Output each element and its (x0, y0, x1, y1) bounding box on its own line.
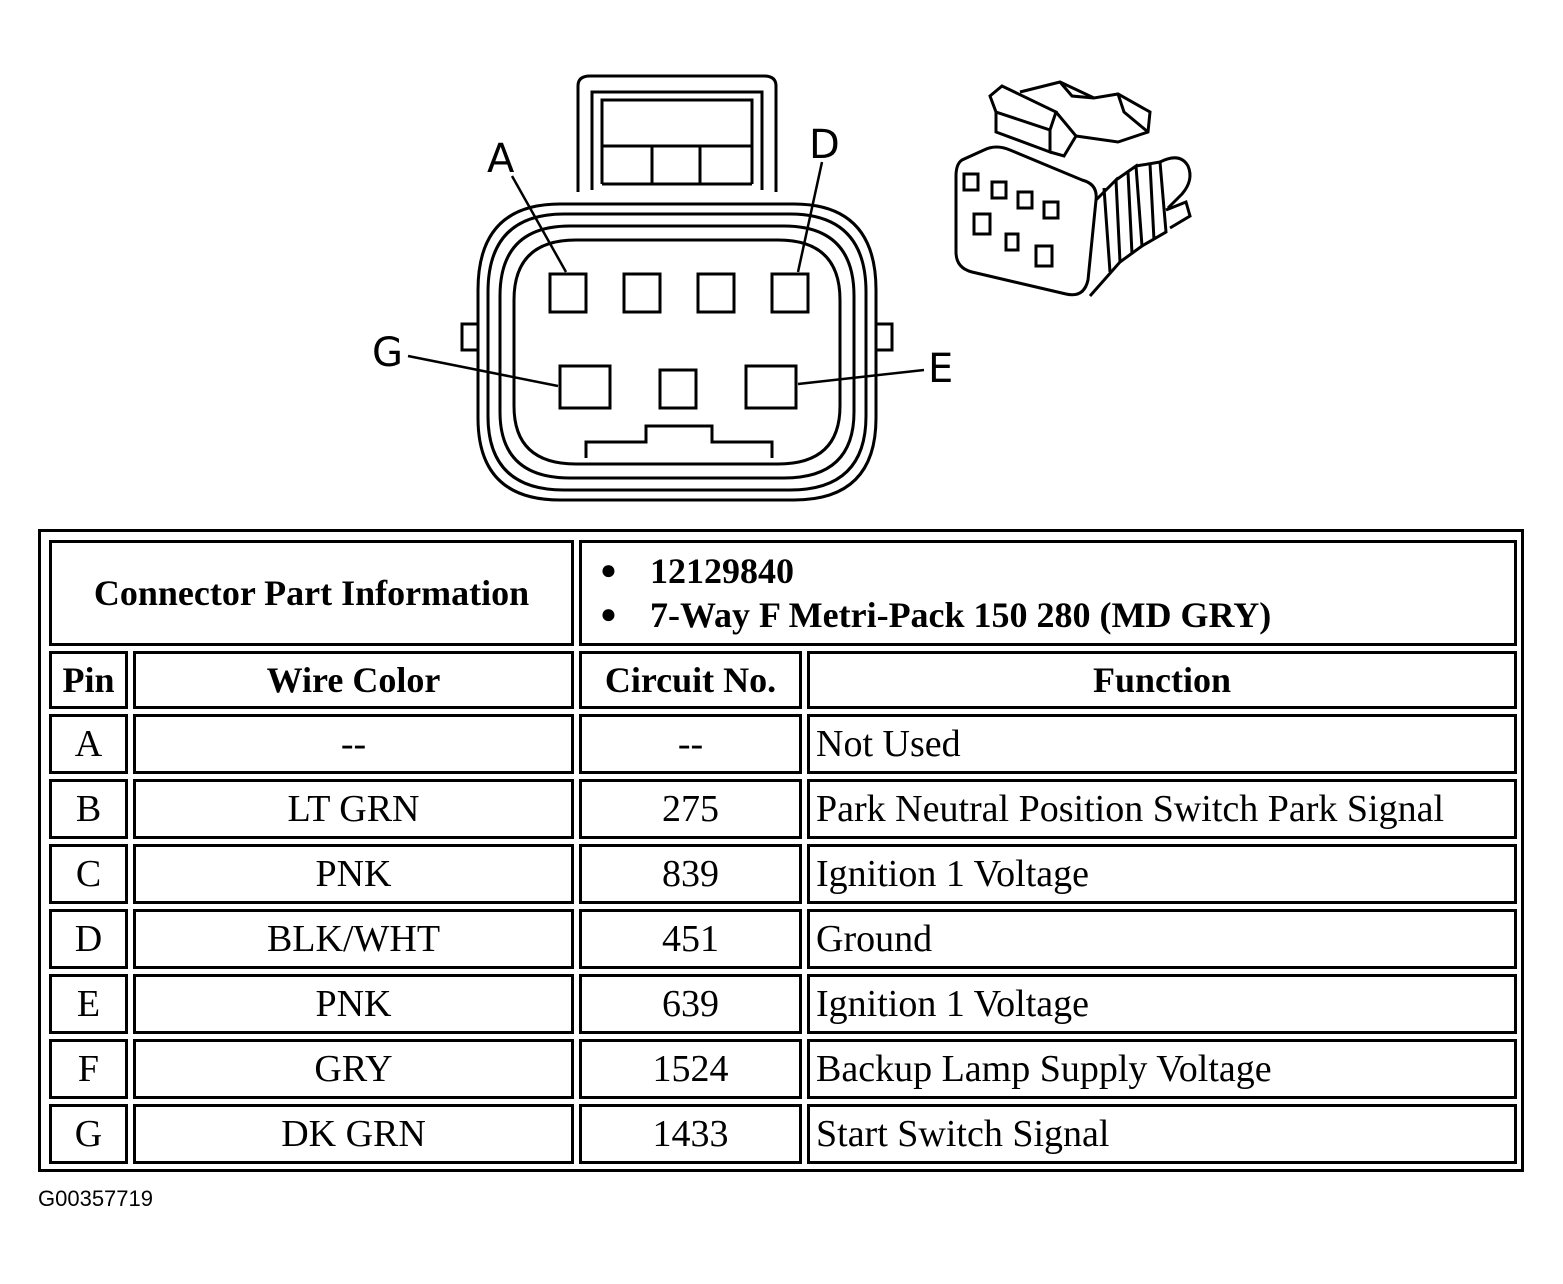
pin-label-a: A (487, 136, 515, 182)
circuit-cell: 275 (579, 779, 802, 839)
circuit-cell: 1433 (579, 1104, 802, 1164)
connector-description: 7-Way F Metri-Pack 150 280 (MD GRY) (650, 595, 1272, 635)
wire-color-cell: LT GRN (133, 779, 574, 839)
cavity-e (744, 364, 798, 410)
cavity-c (696, 272, 736, 314)
function-cell: Not Used (807, 714, 1517, 774)
cavity-a (548, 272, 588, 314)
connector-isometric-view (954, 80, 1192, 297)
circuit-cell: 1524 (579, 1039, 802, 1099)
function-cell: Backup Lamp Supply Voltage (807, 1039, 1517, 1099)
wire-color-cell: -- (133, 714, 574, 774)
pin-cell: C (49, 844, 128, 904)
function-cell: Ignition 1 Voltage (807, 974, 1517, 1034)
pin-cell: F (49, 1039, 128, 1099)
column-header-pin: Pin (49, 651, 128, 709)
column-header-wire-color: Wire Color (133, 651, 574, 709)
part-info-values: ●12129840 ●7-Way F Metri-Pack 150 280 (M… (579, 540, 1517, 646)
part-number: 12129840 (650, 551, 794, 591)
pin-cell: E (49, 974, 128, 1034)
pin-cell: A (49, 714, 128, 774)
pin-cell: G (49, 1104, 128, 1164)
connector-face-view (407, 74, 925, 502)
wire-color-cell: DK GRN (133, 1104, 574, 1164)
connector-info-table: Connector Part Information ●12129840 ●7-… (38, 529, 1524, 1172)
pin-cell: D (49, 909, 128, 969)
function-cell: Park Neutral Position Switch Park Signal (807, 779, 1517, 839)
wire-color-cell: BLK/WHT (133, 909, 574, 969)
cavity-f (658, 368, 698, 410)
pin-label-d: D (809, 122, 840, 168)
pin-label-e: E (928, 346, 953, 392)
pin-cell: B (49, 779, 128, 839)
pin-label-g: G (372, 330, 403, 376)
function-cell: Ground (807, 909, 1517, 969)
cavity-g (558, 364, 612, 410)
wire-color-cell: GRY (133, 1039, 574, 1099)
function-cell: Ignition 1 Voltage (807, 844, 1517, 904)
function-cell: Start Switch Signal (807, 1104, 1517, 1164)
wire-color-cell: PNK (133, 844, 574, 904)
cavity-d (770, 272, 810, 314)
circuit-cell: 451 (579, 909, 802, 969)
cavity-b (622, 272, 662, 314)
wire-color-cell: PNK (133, 974, 574, 1034)
circuit-cell: 839 (579, 844, 802, 904)
circuit-cell: -- (579, 714, 802, 774)
connector-diagram: A D G E (372, 74, 1192, 502)
column-header-function: Function (807, 651, 1517, 709)
figure-code: G00357719 (38, 1186, 153, 1211)
column-header-circuit: Circuit No. (579, 651, 802, 709)
part-info-label: Connector Part Information (49, 540, 574, 646)
circuit-cell: 639 (579, 974, 802, 1034)
